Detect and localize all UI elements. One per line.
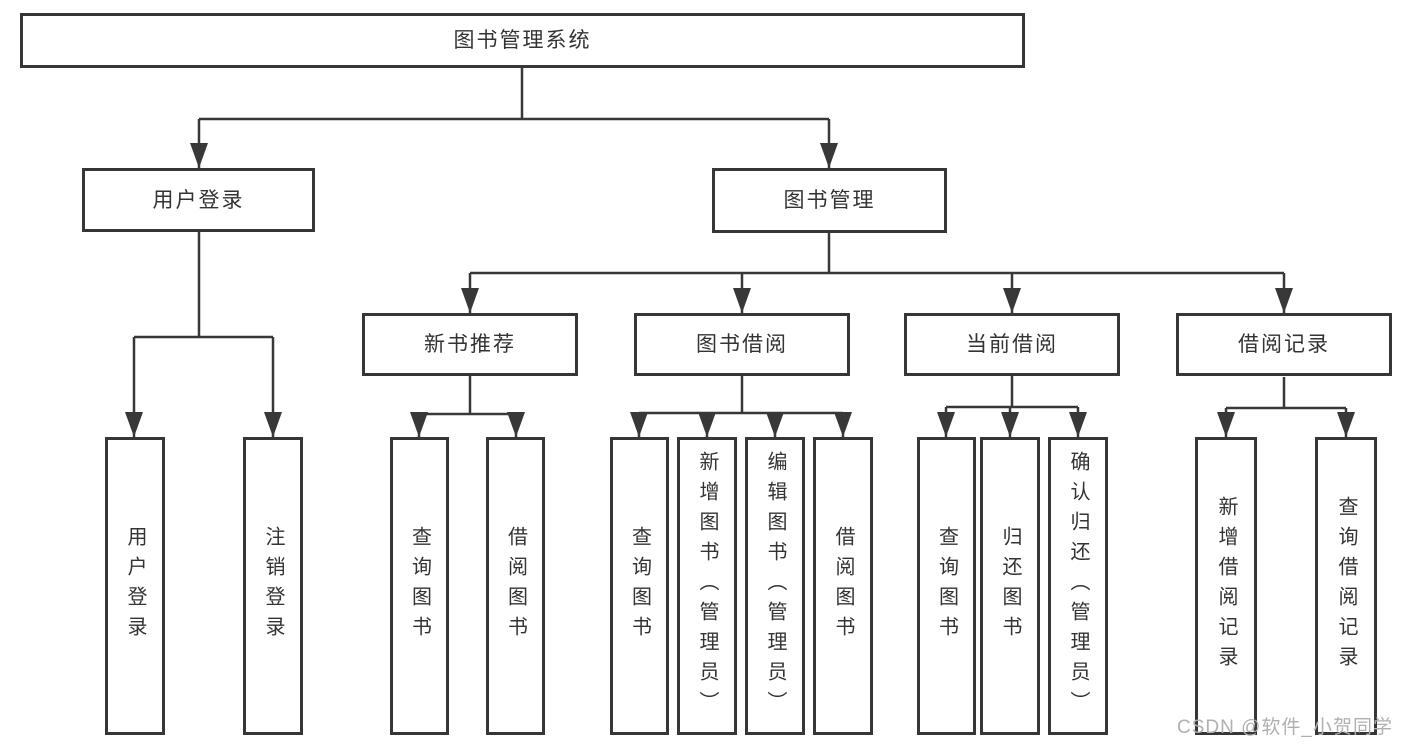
leaf-borrow-query-books: 查询图书 [610, 437, 669, 735]
node-book-borrow: 图书借阅 [634, 313, 850, 376]
leaf-edit-books-admin: 编辑图书（管理员） [745, 437, 805, 735]
node-new-book-recommend: 新书推荐 [362, 313, 578, 376]
arrow-down-icon [1337, 412, 1355, 437]
node-user-login: 用户登录 [82, 168, 315, 232]
arrow-down-icon [410, 412, 428, 437]
csdn-watermark: CSDN @软件_小贺同学 [1177, 717, 1393, 738]
arrow-down-icon [834, 412, 852, 437]
node-root-system: 图书管理系统 [20, 13, 1025, 68]
leaf-recommend-borrow-books: 借阅图书 [486, 437, 545, 735]
node-book-management: 图书管理 [712, 168, 947, 233]
tree-edges [132, 68, 1348, 437]
arrow-down-icon [461, 288, 479, 313]
arrow-down-icon [698, 412, 716, 437]
leaf-add-borrow-record: 新增借阅记录 [1195, 437, 1257, 735]
arrow-down-icon [190, 143, 208, 168]
arrow-down-icon [733, 288, 751, 313]
arrow-down-icon [507, 412, 525, 437]
leaf-return-books: 归还图书 [980, 437, 1040, 735]
arrow-down-icon [937, 412, 955, 437]
arrow-down-icon [820, 143, 838, 168]
arrow-down-icon [630, 412, 648, 437]
leaf-current-query-books: 查询图书 [917, 437, 976, 735]
arrow-down-icon [1069, 412, 1087, 437]
leaf-user-login: 用户登录 [105, 437, 165, 735]
arrow-down-icon [1001, 412, 1019, 437]
arrow-down-icon [766, 412, 784, 437]
leaf-borrow-books: 借阅图书 [813, 437, 873, 735]
arrow-down-icon [1275, 288, 1293, 313]
leaf-recommend-query-books: 查询图书 [390, 437, 449, 735]
leaf-logout: 注销登录 [243, 437, 303, 735]
node-current-borrow: 当前借阅 [904, 313, 1120, 376]
tree-arrowheads [125, 143, 1355, 437]
leaf-query-borrow-record: 查询借阅记录 [1315, 437, 1377, 735]
arrow-down-icon [1003, 288, 1021, 313]
arrow-down-icon [1217, 412, 1235, 437]
node-borrow-records: 借阅记录 [1176, 313, 1392, 376]
arrow-down-icon [125, 412, 143, 437]
arrow-down-icon [264, 412, 282, 437]
leaf-confirm-return-admin: 确认归还（管理员） [1048, 437, 1108, 735]
leaf-add-books-admin: 新增图书（管理员） [677, 437, 737, 735]
edge-lines [132, 68, 1348, 437]
